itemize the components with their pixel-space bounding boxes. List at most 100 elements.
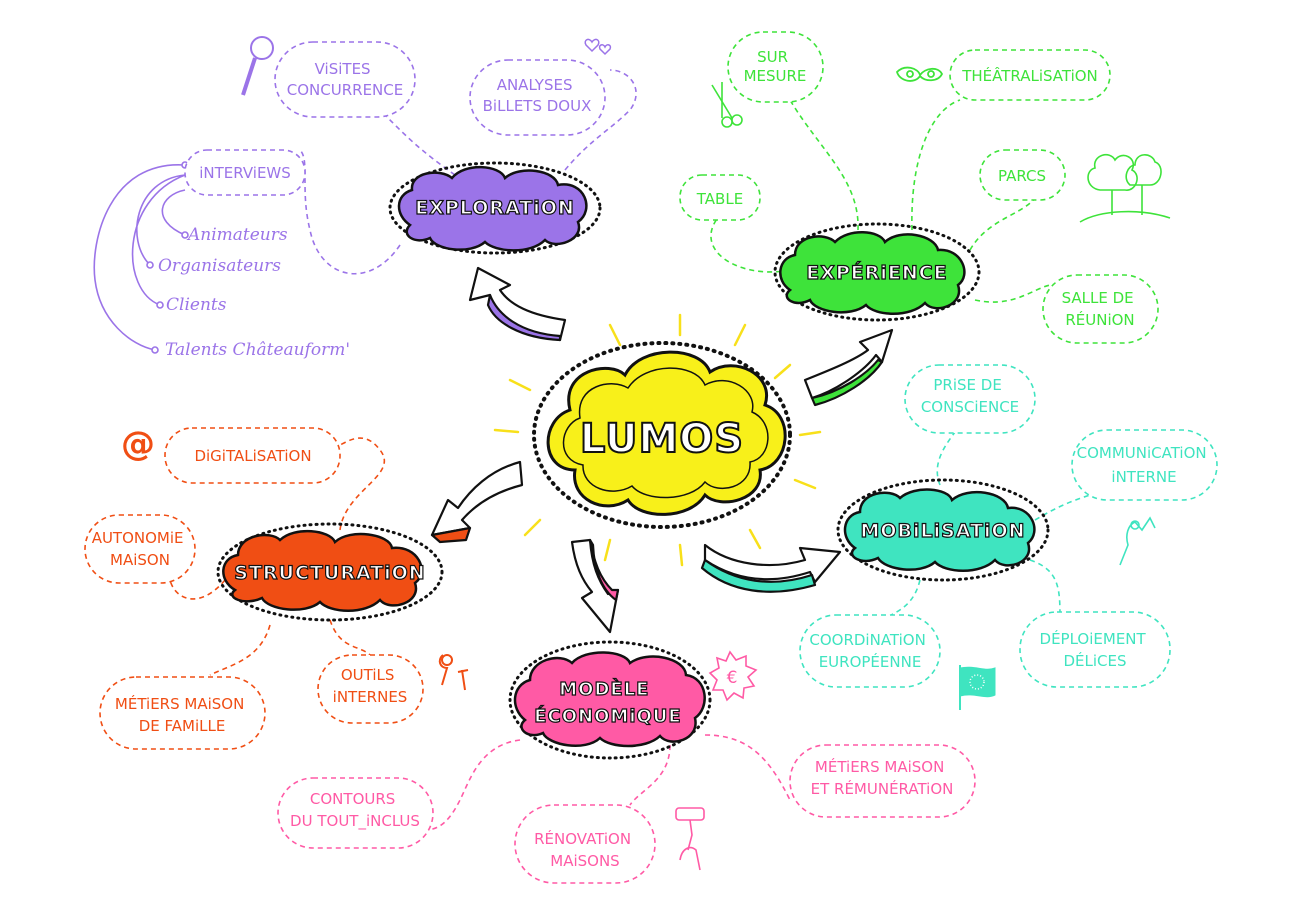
bubble-coordination (799, 614, 941, 688)
sun-ray (608, 323, 622, 347)
leaf-analyses-line1: ANALYSES (497, 76, 573, 94)
interviewee-talents: Talents Châteauform' (165, 340, 350, 360)
cloud-modele (513, 651, 706, 748)
bubble-interviews (184, 149, 306, 196)
svg-text:AUTONOMiE MAiSON: AUTONOMiE MAiSON (92, 529, 189, 569)
hand-icon (1119, 516, 1156, 566)
interviewee-organisateurs: Organisateurs (158, 256, 281, 276)
sun-ray (508, 378, 532, 392)
sun-ray (793, 478, 817, 490)
connector-exploration-analyses (564, 69, 637, 171)
connector-structuration-autonomie (169, 579, 226, 600)
leaf-sur-mesure-line1: SUR (757, 48, 788, 66)
bullet-dot (151, 346, 159, 354)
connector-modele-metiers (704, 734, 791, 801)
leaf-analyses-line2: BiLLETS DOUX (483, 97, 592, 115)
hearts-icon (584, 38, 612, 56)
cloud-exploration (397, 165, 588, 252)
interviewee-clients: Clients (166, 295, 227, 315)
bubble-visites (274, 41, 416, 118)
leaf-contours-line1: CONTOURS (310, 790, 395, 808)
tools-icon (438, 654, 469, 691)
leaf-salle-line1: SALLE DE (1062, 289, 1134, 307)
scissors-icon (711, 82, 743, 128)
leaf-metiers-rem-line2: ET RÉMUNÉRATiON (811, 779, 954, 798)
euro-symbol: € (727, 668, 738, 688)
bubble-table (679, 174, 761, 221)
cloud-structuration (222, 529, 423, 612)
arrow-to-experience (803, 328, 894, 400)
svg-text:DÉPLOiEMENT DÉLiCES: DÉPLOiEMENT DÉLiCES (1040, 629, 1151, 670)
magnifier-icon (241, 36, 274, 96)
bubble-metiers (99, 676, 266, 750)
svg-text:MÉTiERS MAiSON DE FAMiLLE: MÉTiERS MAiSON DE FAMiLLE (115, 694, 249, 735)
svg-text:OUTiLS iNTERNES: OUTiLS iNTERNES (333, 666, 408, 706)
leaf-theatre: THÉÂTRALiSATiON (961, 66, 1098, 85)
label-experience: EXPÉRiENCE (806, 261, 947, 284)
leaf-salle-line2: RÉUNiON (1065, 310, 1134, 329)
connector-experience-theatre (911, 99, 961, 231)
connector-mobilisation-deploiement (1029, 559, 1061, 621)
paint-roller-icon (675, 807, 705, 871)
svg-text:MÉTiERS MAiSON ET RÉMUNÉRA: MÉTiERS MAiSON ET RÉMUNÉRATiON (811, 757, 954, 798)
leaf-metiers-rem-line1: MÉTiERS MAiSON (815, 757, 944, 776)
mask-icon (895, 66, 944, 82)
connector-structuration-metiers (209, 624, 271, 676)
sun-ray (603, 538, 612, 562)
branch-structuration: STRUCTURATiON (216, 522, 444, 622)
bullet-dot (181, 231, 189, 239)
connector-structuration-digitalisation (339, 437, 386, 531)
center-node: LUMOS (493, 313, 822, 567)
connector-interviewees (93, 164, 186, 351)
connector-modele-contours (424, 739, 521, 831)
arrow-to-modele (570, 538, 620, 634)
connector-experience-surmesure (789, 99, 859, 231)
sun-ray (733, 323, 747, 347)
label-structuration: STRUCTURATiON (234, 562, 425, 584)
leaf-renovation-line1: RÉNOVATiON (534, 829, 631, 848)
cloud-mobilisation (843, 488, 1036, 572)
arrow-to-mobilisation (703, 543, 842, 584)
sun-ray (748, 528, 762, 550)
center-label: LUMOS (580, 416, 744, 462)
leaf-parcs: PARCS (998, 167, 1046, 185)
leaf-renovation-line2: MAiSONS (550, 852, 619, 870)
bubble-autonomie (84, 514, 196, 584)
leaf-coordination-line1: COORDiNATiON (809, 631, 925, 649)
connector-exploration-visites (384, 114, 456, 176)
leaf-outils-line2: iNTERNES (333, 688, 408, 706)
branch-modele: MODÈLE ÉCONOMiQUE (508, 640, 712, 760)
sun-ray (523, 518, 542, 537)
label-modele-line2: ÉCONOMiQUE (534, 705, 681, 727)
euro-icon: € (708, 650, 758, 702)
sun-ray (493, 428, 520, 434)
svg-text:CONTOURS DU TOUT_iNCLUS: CONTOURS DU TOUT_iNCLUS (290, 790, 420, 831)
bubble-deploiement (1019, 611, 1171, 688)
bubble-parcs (979, 149, 1066, 201)
svg-text:SALLE DE RÉUNiON: SALLE DE RÉUNiON (1062, 289, 1139, 329)
sun-ray (798, 430, 822, 437)
leaf-table: TABLE (696, 190, 743, 208)
sun-ray (678, 543, 684, 567)
leaf-communication-line1: COMMUNiCATiON (1077, 444, 1207, 462)
branch-experience: EXPÉRiENCE (773, 222, 981, 322)
at-icon: @ (121, 424, 155, 464)
arrow-to-structuration (430, 460, 524, 537)
bubble-contours (277, 777, 434, 849)
leaf-visites-line2: CONCURRENCE (287, 81, 403, 99)
svg-text:ViSiTES CONCURRENCE: ViSiTES CONCURRENCE (287, 60, 403, 99)
bubble-salle (1042, 274, 1159, 344)
cloud-experience (779, 231, 966, 315)
bubble-metiers-rem (789, 744, 976, 818)
leaf-deploiement-line2: DÉLiCES (1063, 651, 1126, 670)
bullet-dot (146, 261, 154, 269)
bubble-theatre (949, 49, 1111, 101)
leaf-visites-line1: ViSiTES (315, 60, 371, 78)
label-mobilisation: MOBiLiSATiON (860, 520, 1025, 542)
connector-modele-renovation (629, 744, 671, 806)
svg-text:SUR MESURE: SUR MESURE (744, 48, 807, 85)
connector-experience-table (710, 214, 791, 273)
leaf-metiers-line2: DE FAMiLLE (139, 717, 226, 735)
svg-text:COORDiNATiON EUROPÉENNE: COORDiNATiON EUROPÉENNE (809, 631, 930, 671)
